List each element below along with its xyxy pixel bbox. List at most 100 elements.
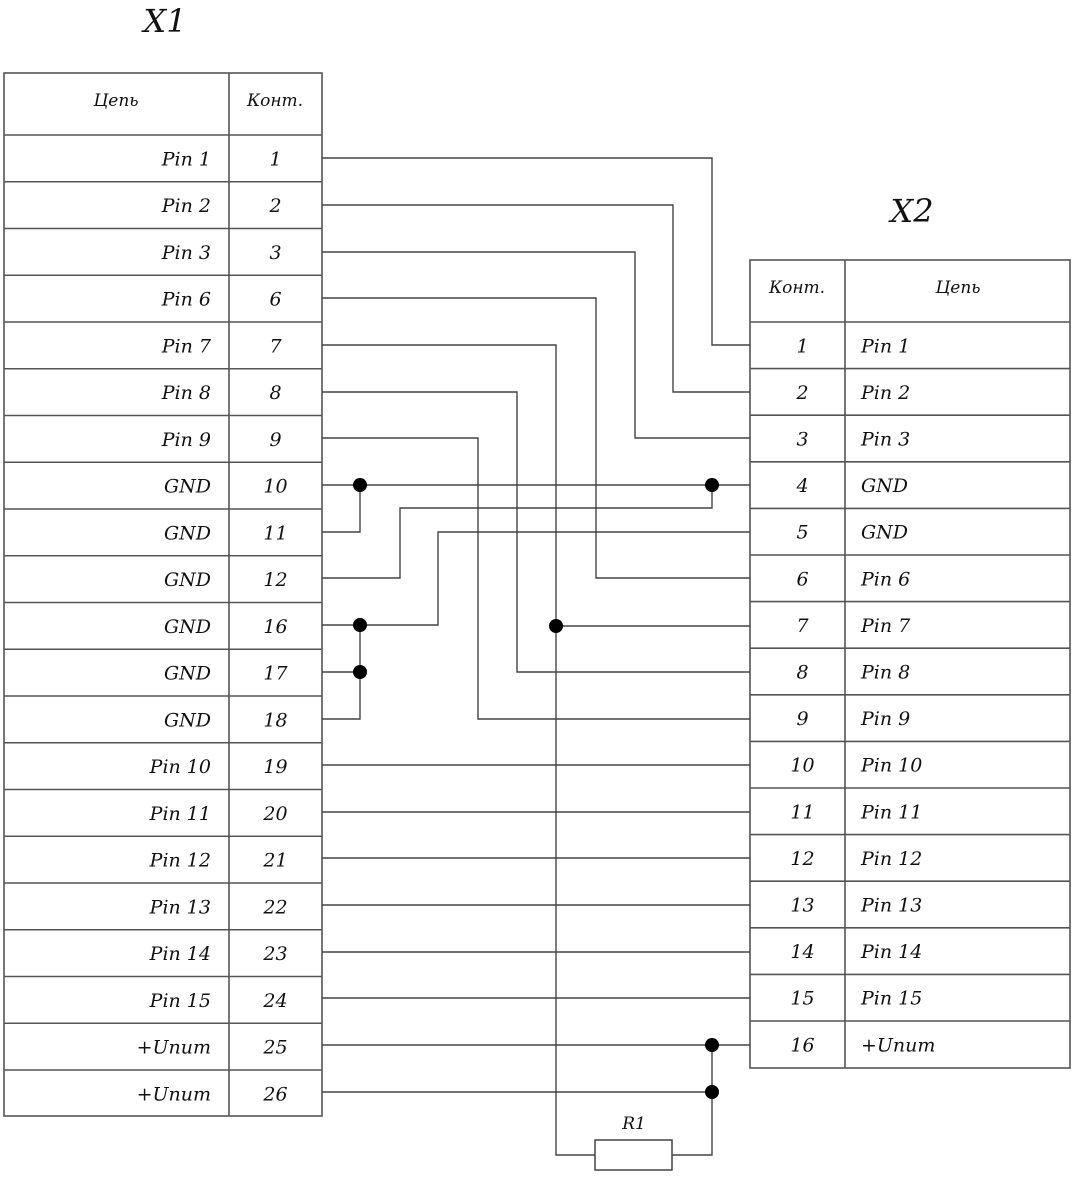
x1-circuit-cell: Pin 9	[161, 429, 211, 451]
x1-contact-cell: 21	[262, 850, 287, 872]
x1-contact-cell: 12	[263, 569, 287, 591]
wires	[322, 157, 750, 1156]
wire-x1-6-to-x2-6	[322, 297, 750, 579]
x2-contact-cell: 14	[790, 941, 814, 963]
x2-header-contact: Конт.	[768, 278, 825, 298]
x1-circuit-cell: Pin 12	[149, 850, 211, 872]
x1-circuit-cell: +Uпит	[137, 1083, 211, 1105]
x1-contact-cell: 2	[268, 195, 281, 217]
wire-x1-1-to-x2-1	[322, 157, 750, 346]
x2-circuit-cell: Pin 3	[860, 429, 910, 451]
x2-contact-cell: 10	[790, 755, 814, 777]
x2-contact-cell: 6	[796, 568, 808, 590]
x2-circuit-cell: Pin 1	[860, 335, 910, 357]
x1-contact-cell: 18	[263, 709, 287, 731]
x1-header-contact: Конт.	[246, 91, 303, 111]
x1-circuit-cell: Pin 1	[161, 148, 211, 170]
x2-contact-cell: 4	[795, 475, 808, 497]
x1-contact-cell: 11	[263, 522, 287, 544]
x1-contact-cell: 23	[262, 943, 287, 965]
x2-circuit-cell: GND	[861, 522, 908, 544]
junction-dot	[353, 618, 367, 632]
x2-header-circuit: Цепь	[934, 278, 980, 298]
x2-contact-cell: 13	[790, 895, 814, 917]
wire-x1-3-to-x2-3	[322, 251, 750, 439]
x1-contact-cell: 17	[263, 663, 288, 685]
x1-circuit-cell: Pin 14	[149, 943, 211, 965]
junction-dot	[705, 1085, 719, 1099]
x2-contact-cell: 11	[790, 801, 814, 823]
x2-circuit-cell: Pin 7	[860, 615, 911, 637]
junction-dot	[353, 665, 367, 679]
x1-contact-cell: 3	[269, 242, 281, 264]
wire-x1-12-to-x2-4	[322, 485, 713, 579]
x2-contact-cell: 12	[790, 848, 814, 870]
x2-circuit-cell: Pin 10	[860, 755, 922, 777]
junction-dot	[353, 478, 367, 492]
x2-contact-cell: 3	[796, 429, 808, 451]
resistor-r1: R1	[594, 1114, 673, 1171]
x1-contact-cell: 8	[269, 382, 281, 404]
wire-x1-17-to-x1-16	[322, 625, 361, 673]
x2-circuit-cell: Pin 9	[860, 708, 910, 730]
x2-contact-cell: 1	[796, 335, 808, 357]
x2-contact-cell: 15	[790, 988, 814, 1010]
x2-circuit-cell: Pin 11	[860, 801, 922, 823]
resistor-label: R1	[621, 1114, 646, 1134]
junction-dot	[705, 478, 719, 492]
x1-contact-cell: 26	[262, 1083, 287, 1105]
x2-circuit-cell: Pin 8	[860, 662, 910, 684]
x1-contact-cell: 16	[263, 616, 287, 638]
x1-contact-cell: 19	[263, 756, 287, 778]
x2-circuit-cell: Pin 12	[860, 848, 922, 870]
x1-circuit-cell: Pin 13	[149, 896, 211, 918]
wire-x1-2-to-x2-2	[322, 204, 750, 393]
x1-contact-cell: 7	[269, 335, 282, 357]
x1-circuit-cell: Pin 8	[161, 382, 211, 404]
wire-x1-18-to-x1-17	[322, 672, 361, 720]
x1-circuit-cell: GND	[164, 569, 211, 591]
wire-r1-to-power	[672, 1092, 713, 1156]
x1-circuit-cell: Pin 11	[149, 803, 211, 825]
x1-circuit-cell: Pin 7	[161, 335, 212, 357]
x2-circuit-cell: Pin 2	[860, 382, 910, 404]
x1-title: X1	[140, 2, 186, 40]
x2-circuit-cell: +Uпит	[861, 1034, 935, 1056]
wire-x1-9-to-x2-9	[322, 437, 750, 720]
x1-circuit-cell: +Uпит	[137, 1037, 211, 1059]
x1-circuit-cell: Pin 6	[161, 289, 211, 311]
x2-contact-cell: 2	[795, 382, 808, 404]
x1-circuit-cell: GND	[164, 709, 211, 731]
x1-circuit-cell: Pin 15	[149, 990, 211, 1012]
x1-circuit-cell: Pin 3	[161, 242, 211, 264]
x2-circuit-cell: Pin 13	[860, 895, 922, 917]
x2-contact-cell: 9	[796, 708, 808, 730]
x1-contact-cell: 25	[262, 1037, 287, 1059]
x1-contact-cell: 1	[269, 148, 281, 170]
x1-circuit-cell: GND	[164, 476, 211, 498]
x1-circuit-cell: GND	[164, 522, 211, 544]
junctions	[353, 478, 719, 1099]
x1-circuit-cell: GND	[164, 616, 211, 638]
x2-circuit-cell: GND	[861, 475, 908, 497]
x1-contact-cell: 24	[262, 990, 287, 1012]
x1-header-circuit: Цепь	[92, 91, 138, 111]
x2-contact-cell: 5	[796, 522, 808, 544]
x1-circuit-cell: Pin 10	[149, 756, 211, 778]
x1-contact-cell: 10	[263, 476, 287, 498]
wire-x1-26-to-power	[322, 1045, 713, 1093]
x2-circuit-cell: Pin 14	[860, 941, 922, 963]
junction-dot	[549, 619, 563, 633]
x2-title: X2	[887, 192, 933, 230]
wire-x1-11-to-x1-10	[322, 485, 361, 533]
x2-contact-cell: 7	[796, 615, 809, 637]
x1-circuit-cell: Pin 2	[161, 195, 211, 217]
x1-contact-cell: 20	[262, 803, 287, 825]
x1-contact-cell: 9	[269, 429, 281, 451]
x2-contact-cell: 8	[796, 662, 808, 684]
x2-contact-cell: 16	[790, 1034, 814, 1056]
junction-dot	[705, 1038, 719, 1052]
